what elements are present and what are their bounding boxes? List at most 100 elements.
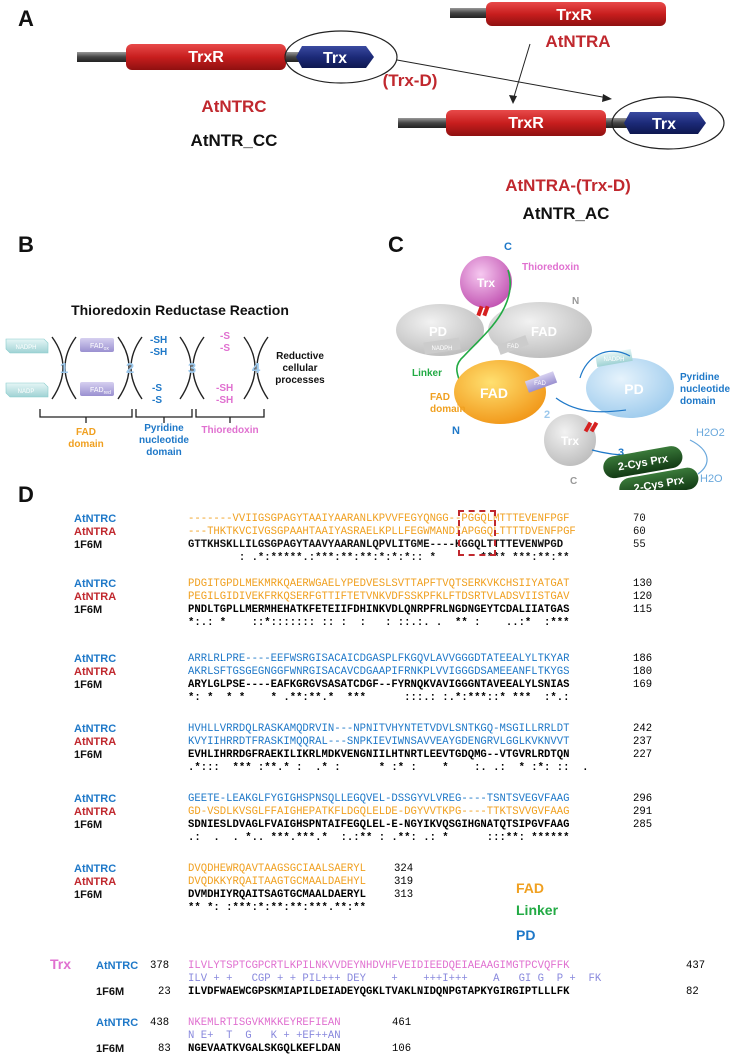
seq-name-atntra: AtNTRA bbox=[74, 806, 117, 818]
seq-name-atntrc: AtNTRC bbox=[74, 513, 117, 525]
svg-text:-S: -S bbox=[220, 343, 230, 354]
seq-end-num: 169 bbox=[633, 679, 653, 691]
seq-name-atntra: AtNTRA bbox=[74, 876, 117, 888]
trx-tag: Trx bbox=[50, 956, 72, 972]
svg-text:PD: PD bbox=[624, 381, 643, 397]
svg-text:domain: domain bbox=[68, 439, 104, 450]
prx-bottom bbox=[619, 467, 699, 490]
seq-atntra: PEGILGIDIVEKFRKQSERFGTTIFTETVNKVDFSSKPFK… bbox=[188, 591, 570, 603]
seq-end-num: 55 bbox=[633, 539, 646, 551]
seq-atntrc: -------VVIIGSGPAGYTAAIYAARANLKPVVFEGYQNG… bbox=[188, 513, 570, 525]
svg-text:C: C bbox=[570, 476, 577, 487]
trx-domain-ntra-trxd bbox=[624, 112, 706, 134]
trx-label-ntrc: Trx bbox=[323, 50, 347, 67]
seq-end-num: 130 bbox=[633, 578, 653, 590]
conservation-line: *:.: * ::*::::::: :: : : : ::.:. . ** : … bbox=[188, 617, 570, 629]
trx-label-ntra-trxd: Trx bbox=[652, 116, 676, 133]
conservation-line: .: . . *.. ***.***.* :.:** : .**: .: * :… bbox=[188, 832, 570, 844]
seq-name-1f6m: 1F6M bbox=[74, 889, 103, 901]
svg-text:H2O: H2O bbox=[700, 473, 723, 485]
atntra-trxd-label: AtNTRA-(Trx-D) bbox=[505, 176, 631, 195]
conservation-line: *: * * * * .**:**.* *** :::.: :.*:***::*… bbox=[188, 692, 570, 704]
panel-b-letter: B bbox=[18, 232, 34, 257]
seq-1f6m: SDNIESLDVAGLFVAIGHSPNTAIFEGQLEL-E-NGYIKV… bbox=[188, 819, 570, 831]
svg-text:Thioredoxin: Thioredoxin bbox=[522, 262, 579, 273]
panel-b-diagram: Thioredoxin Reductase Reaction NADPH NAD… bbox=[5, 302, 325, 458]
seq-end-num: 60 bbox=[633, 526, 646, 538]
svg-text:nucleotide: nucleotide bbox=[680, 384, 730, 395]
svg-text:Pyridine: Pyridine bbox=[680, 372, 720, 383]
seq-name-1f6m: 1F6M bbox=[74, 604, 103, 616]
seq-name-atntrc: AtNTRC bbox=[74, 723, 117, 735]
seq-1f6m: EVHLIHRRDGFRAEKILIKRLMDKVENGNIILHTNRTLEE… bbox=[188, 749, 570, 761]
seq-trx-1f6m: ILVDFWAEWCGPSKMIAPILDEIADEYQGKLTVAKLNIDQ… bbox=[188, 986, 570, 998]
atntr-ac-label: AtNTR_AC bbox=[523, 204, 610, 223]
svg-text:C: C bbox=[504, 241, 512, 253]
svg-text:FADox: FADox bbox=[90, 343, 109, 352]
seq-name-atntrc: AtNTRC bbox=[96, 1017, 139, 1029]
nadph-box bbox=[5, 338, 49, 354]
svg-text:H2O2: H2O2 bbox=[696, 427, 725, 439]
svg-text:-S: -S bbox=[152, 395, 162, 406]
seq-end-num: 237 bbox=[633, 736, 653, 748]
conservation-line: : .*:*****.:***:**:**:*:*:*:: * **** ***… bbox=[188, 552, 570, 564]
seq-1f6m: GTTKHSKLLILGSGPAGYTAAVYAARANLQPVLITGME--… bbox=[188, 539, 564, 551]
seq-name-1f6m: 1F6M bbox=[74, 819, 103, 831]
seq-1f6m: PNDLTGPLLMERMHEHATKFETEIIFDHINKVDLQNRPFR… bbox=[188, 604, 570, 616]
dashed-highlight-box bbox=[458, 510, 496, 556]
seq-atntra: DVQDKKYRQAITAAGTGCMAALDAEHYL bbox=[188, 876, 367, 888]
atntr-cc-label: AtNTR_CC bbox=[191, 131, 278, 150]
svg-text:NADPH: NADPH bbox=[603, 357, 624, 363]
seq-name-1f6m: 1F6M bbox=[74, 679, 103, 691]
panel-a-letter: A bbox=[18, 6, 34, 31]
seq-atntrc: HVHLLVRRDQLRASKAMQDRVIN---NPNITVHYNTETVD… bbox=[188, 723, 570, 735]
svg-text:nucleotide: nucleotide bbox=[139, 435, 189, 446]
trxd-label: (Trx-D) bbox=[383, 71, 438, 90]
seq-name-1f6m: 1F6M bbox=[74, 539, 103, 551]
seq-name-atntrc: AtNTRC bbox=[74, 578, 117, 590]
trxr-label-ntra: TrxR bbox=[556, 7, 592, 24]
seq-start-num: 378 bbox=[150, 960, 170, 972]
seq-atntra: GD-VSDLKVSGLFFAIGHEPATKFLDGQLELDE-DGYVVT… bbox=[188, 806, 570, 818]
conservation-line: .*::: *** :**.* : .* : * :* : * :. .: * … bbox=[188, 762, 589, 774]
svg-text:Linker: Linker bbox=[412, 368, 442, 379]
trr-title: Thioredoxin Reductase Reaction bbox=[71, 302, 289, 318]
seq-end-num: 437 bbox=[686, 960, 706, 972]
legend-linker: Linker bbox=[516, 902, 559, 918]
svg-text:FAD: FAD bbox=[76, 427, 96, 438]
arrow-trxd bbox=[396, 59, 609, 99]
trxr-domain-ntra bbox=[486, 2, 666, 26]
panel-d-letter: D bbox=[18, 482, 34, 507]
nadp-box bbox=[5, 382, 49, 398]
svg-text:-S: -S bbox=[220, 331, 230, 342]
svg-text:Thioredoxin: Thioredoxin bbox=[201, 425, 258, 436]
panel-a-diagram: TrxR Trx TrxR TrxR Trx AtNTRC AtNTR_CC A… bbox=[77, 2, 725, 223]
svg-text:NADPH: NADPH bbox=[431, 346, 452, 352]
seq-end-num: 70 bbox=[633, 513, 646, 525]
svg-text:Pyridine: Pyridine bbox=[144, 423, 184, 434]
seq-name-atntrc: AtNTRC bbox=[96, 960, 139, 972]
seq-atntra: AKRLSFTGSGEGNGGFWNRGISACAVCDGAAPIFRNKPLV… bbox=[188, 666, 570, 678]
pd-grey bbox=[396, 304, 484, 356]
seq-end-num: 106 bbox=[392, 1043, 412, 1055]
seq-atntrc: ARRLRLPRE----EEFWSRGISACAICDGASPLFKGQVLA… bbox=[188, 653, 570, 665]
legend-pd: PD bbox=[516, 927, 536, 943]
svg-text:NADP: NADP bbox=[18, 389, 35, 395]
seq-end-num: 461 bbox=[392, 1017, 412, 1029]
seq-atntrc: DVQDHEWRQAVTAAGSGCIAALSAERYL bbox=[188, 863, 367, 875]
seq-end-num: 313 bbox=[394, 889, 414, 901]
svg-text:FAD: FAD bbox=[534, 381, 546, 387]
seq-end-num: 324 bbox=[394, 863, 414, 875]
seq-name-atntra: AtNTRA bbox=[74, 666, 117, 678]
svg-text:3: 3 bbox=[618, 447, 624, 459]
trx-circle-ntra-trxd bbox=[611, 96, 725, 150]
seq-end-num: 180 bbox=[633, 666, 653, 678]
trx-circle-ntrc bbox=[284, 30, 398, 84]
panel-c-letter: C bbox=[388, 232, 404, 257]
seq-atntrc: PDGITGPDLMEKMRKQAERWGAELYPEDVESLSVTTAPFT… bbox=[188, 578, 570, 590]
atntrc-label: AtNTRC bbox=[201, 97, 266, 116]
step-1: 1 bbox=[60, 360, 68, 377]
seq-name-atntrc: AtNTRC bbox=[74, 653, 117, 665]
seq-1f6m: DVMDHIYRQAITSAGTGCMAALDAERYL bbox=[188, 889, 367, 901]
